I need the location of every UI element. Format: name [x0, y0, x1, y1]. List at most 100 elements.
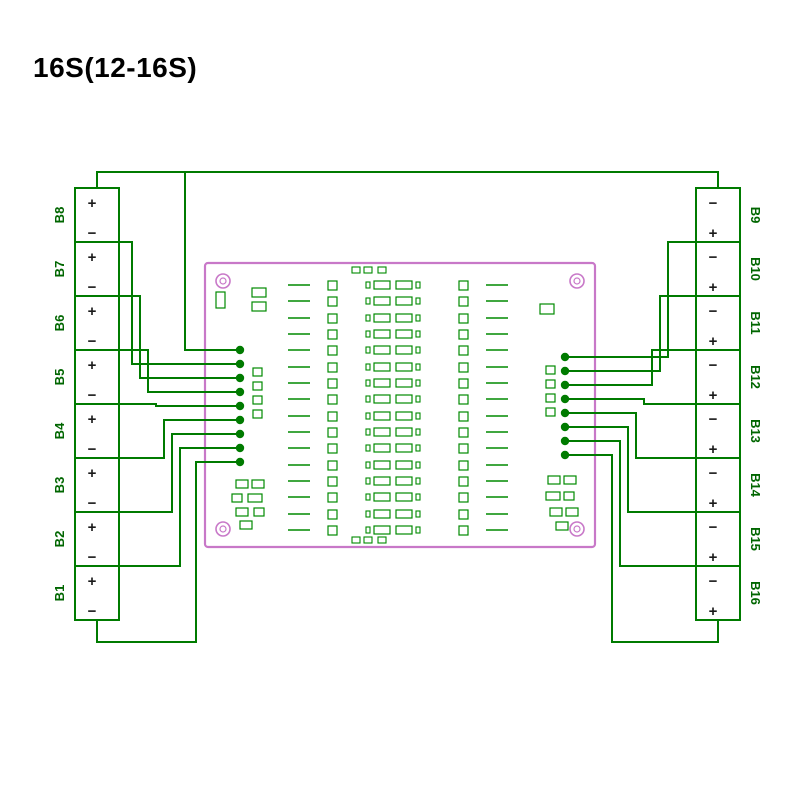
balance-pad: [235, 429, 245, 439]
battery-body: [74, 457, 120, 513]
pad: [365, 281, 371, 289]
balance-wire-right: [565, 412, 696, 459]
balance-wire-right: [565, 241, 696, 358]
pad: [415, 346, 421, 354]
battery-body: [74, 241, 120, 297]
balance-wire-left: [119, 295, 240, 379]
top-bus-wire: [96, 171, 719, 188]
silkscreen-component: [545, 407, 556, 417]
battery-b11: −+B11: [695, 295, 763, 351]
balance-wire-right: [565, 426, 696, 513]
capacitor: [458, 313, 469, 324]
balance-wire-left: [119, 447, 240, 567]
terminal-minus: −: [88, 549, 97, 566]
mounting-hole-ring: [219, 277, 227, 285]
terminal-plus: +: [709, 333, 718, 350]
pad: [365, 363, 371, 371]
battery-label: B8: [52, 207, 67, 224]
balance-resistor: [373, 378, 391, 388]
terminal-plus: +: [709, 441, 718, 458]
silkscreen-component: [545, 393, 556, 403]
silkscreen-component: [252, 381, 263, 391]
battery-label: B13: [748, 419, 763, 443]
balance-resistor: [395, 280, 413, 290]
pcb-component-row: [288, 427, 508, 438]
mounting-hole-ring: [219, 525, 227, 533]
pad: [365, 526, 371, 534]
battery-label: B15: [748, 527, 763, 551]
balance-resistor: [373, 476, 391, 486]
terminal-plus: +: [88, 303, 97, 320]
balance-wire-b16p: [565, 454, 719, 643]
terminal-plus: +: [709, 603, 718, 620]
battery-body: [695, 349, 741, 405]
capacitor: [458, 427, 469, 438]
balance-resistor: [395, 492, 413, 502]
battery-label: B16: [748, 581, 763, 605]
capacitor: [327, 280, 338, 291]
capacitor: [327, 296, 338, 307]
pad: [415, 428, 421, 436]
pad: [365, 444, 371, 452]
balance-pad: [560, 422, 570, 432]
terminal-plus: +: [88, 249, 97, 266]
terminal-minus: −: [709, 573, 718, 590]
balance-wire-left: [119, 419, 240, 459]
silkscreen-mark: [363, 266, 373, 274]
pcb-component-row: [288, 378, 508, 389]
balance-pad: [235, 443, 245, 453]
balance-pad: [235, 345, 245, 355]
terminal-plus: +: [88, 357, 97, 374]
capacitor: [458, 329, 469, 340]
battery-b14: −+B14: [695, 457, 763, 513]
battery-body: [74, 403, 120, 459]
pad: [365, 330, 371, 338]
silkscreen-mark: [377, 266, 387, 274]
pad: [415, 281, 421, 289]
terminal-minus: −: [709, 411, 718, 428]
terminal-minus: −: [709, 303, 718, 320]
balance-resistor: [395, 411, 413, 421]
balance-pad: [235, 415, 245, 425]
pad: [415, 510, 421, 518]
silkscreen-component: [247, 493, 263, 503]
silkscreen-mark: [351, 536, 361, 544]
battery-label: B14: [748, 473, 763, 498]
balance-resistor: [395, 394, 413, 404]
balance-pad: [560, 380, 570, 390]
terminal-plus: +: [709, 549, 718, 566]
pcb-board: [203, 261, 597, 549]
silkscreen-mark: [363, 536, 373, 544]
silkscreen-component: [231, 493, 243, 503]
balance-resistor: [395, 362, 413, 372]
terminal-minus: −: [88, 279, 97, 296]
battery-label: B9: [748, 207, 763, 224]
balance-pad: [560, 450, 570, 460]
silkscreen-component: [563, 475, 577, 485]
pcb-component-row: [288, 362, 508, 373]
terminal-plus: +: [88, 195, 97, 212]
capacitor: [327, 476, 338, 487]
balance-resistor: [395, 378, 413, 388]
balance-wire-left: [119, 403, 240, 407]
silkscreen-component: [239, 520, 253, 530]
pcb-component-row: [288, 443, 508, 454]
pad: [365, 510, 371, 518]
pcb-component-row: [288, 313, 508, 324]
capacitor: [458, 345, 469, 356]
mounting-hole: [569, 521, 585, 537]
silkscreen-component: [565, 507, 579, 517]
balance-resistor: [373, 280, 391, 290]
silkscreen-component: [253, 507, 265, 517]
battery-b10: −+B10: [695, 241, 763, 297]
silkscreen-component: [235, 479, 249, 489]
balance-pad: [235, 359, 245, 369]
mounting-hole-ring: [573, 277, 581, 285]
pad: [365, 412, 371, 420]
balance-wire-left: [119, 433, 240, 513]
battery-body: [695, 565, 741, 621]
capacitor: [458, 411, 469, 422]
mounting-hole: [569, 273, 585, 289]
silkscreen-component: [252, 395, 263, 405]
battery-body: [695, 457, 741, 513]
